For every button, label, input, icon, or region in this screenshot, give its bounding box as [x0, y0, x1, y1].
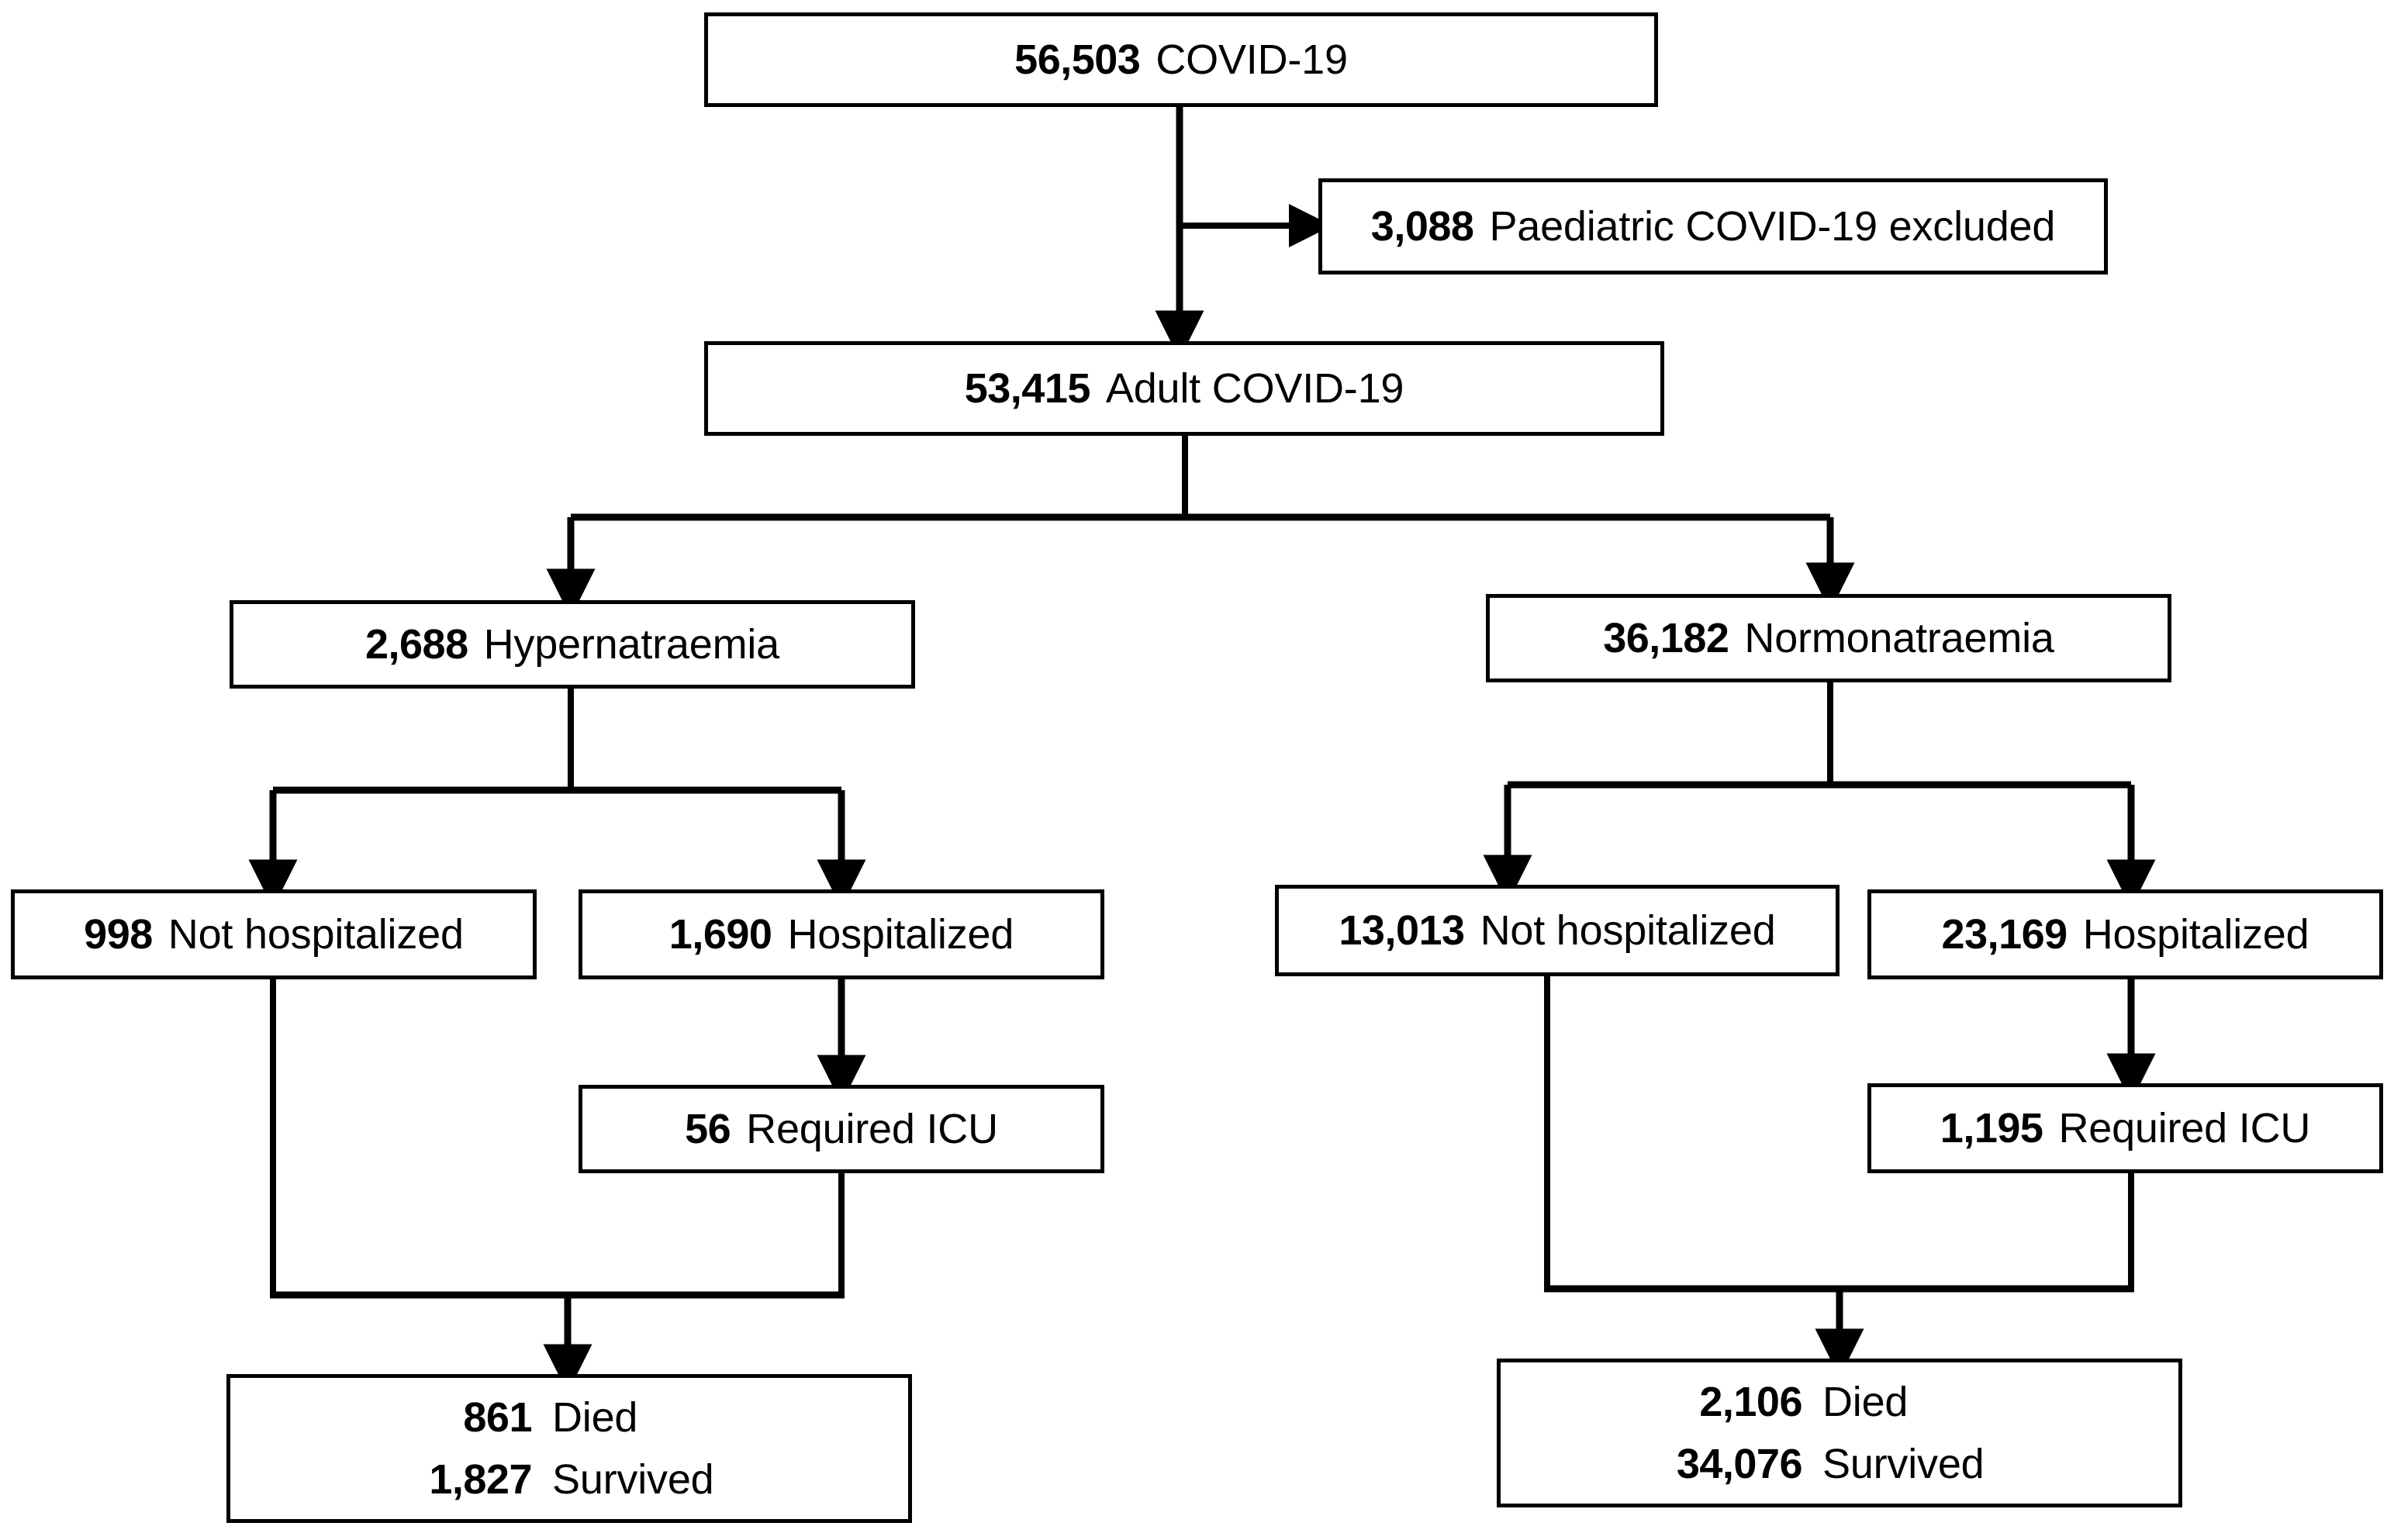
node-normo-nothosp-label: Not hospitalized — [1480, 907, 1776, 954]
node-hyper-nothosp-line: 998 Not hospitalized — [84, 910, 464, 958]
node-hyper-required-icu[interactable]: 56 Required ICU — [579, 1085, 1104, 1173]
node-hyper-icu-line: 56 Required ICU — [685, 1105, 998, 1153]
node-adult-covid[interactable]: 53,415 Adult COVID-19 — [704, 341, 1664, 436]
node-normo-survived-line: 34,076 Survived — [1624, 1440, 2055, 1488]
node-total-covid[interactable]: 56,503 COVID-19 — [704, 12, 1658, 107]
node-hyper-icu-label: Required ICU — [746, 1106, 998, 1152]
node-normo-survived-count: 34,076 — [1676, 1441, 1803, 1487]
node-normonatraemia[interactable]: 36,182 Normonatraemia — [1486, 594, 2171, 682]
node-normo-icu-label: Required ICU — [2058, 1105, 2311, 1152]
node-hyper-hosp-count: 1,690 — [668, 911, 772, 958]
node-normo-died-count: 2,106 — [1699, 1379, 1802, 1425]
node-hyper-hospitalized[interactable]: 1,690 Hospitalized — [579, 889, 1104, 979]
node-normo-nothosp-count: 13,013 — [1339, 907, 1465, 954]
node-normo-not-hospitalized[interactable]: 13,013 Not hospitalized — [1275, 885, 1840, 976]
node-excluded-label: Paediatric COVID-19 excluded — [1489, 203, 2056, 250]
node-hyper-died-label: Died — [552, 1394, 638, 1441]
node-hyper-hosp-line: 1,690 Hospitalized — [669, 910, 1014, 958]
node-hyper-count: 2,688 — [364, 621, 468, 668]
node-hyper-survived-line: 1,827 Survived — [354, 1455, 785, 1504]
node-normo-outcome[interactable]: 2,106 Died 34,076 Survived — [1497, 1359, 2182, 1507]
node-total-count: 56,503 — [1014, 36, 1141, 83]
node-normo-label: Normonatraemia — [1744, 615, 2054, 661]
node-hypernatraemia[interactable]: 2,688 Hypernatraemia — [230, 600, 915, 689]
node-normo-nothosp-line: 13,013 Not hospitalized — [1339, 906, 1775, 955]
node-hyper-died-count: 861 — [463, 1394, 532, 1441]
node-normo-hospitalized[interactable]: 23,169 Hospitalized — [1867, 889, 2383, 979]
node-normo-icu-count: 1,195 — [1940, 1105, 2043, 1152]
node-normo-required-icu[interactable]: 1,195 Required ICU — [1867, 1083, 2383, 1173]
node-excluded-line: 3,088 Paediatric COVID-19 excluded — [1370, 202, 2056, 250]
node-hyper-not-hospitalized[interactable]: 998 Not hospitalized — [11, 889, 537, 979]
node-hyper-icu-count: 56 — [685, 1106, 731, 1152]
node-normo-survived-label: Survived — [1822, 1441, 1985, 1487]
node-normo-hosp-label: Hospitalized — [2082, 911, 2309, 958]
node-hyper-survived-count: 1,827 — [429, 1456, 532, 1503]
node-adult-count: 53,415 — [964, 365, 1091, 412]
node-hyper-nothosp-label: Not hospitalized — [168, 911, 464, 958]
node-hyper-hosp-label: Hospitalized — [787, 911, 1014, 958]
node-adult-label: Adult COVID-19 — [1105, 365, 1404, 412]
node-normo-died-label: Died — [1822, 1379, 1909, 1425]
node-normo-hosp-count: 23,169 — [1941, 911, 2068, 958]
node-total-line: 56,503 COVID-19 — [1014, 36, 1348, 84]
node-hyper-line: 2,688 Hypernatraemia — [365, 620, 779, 668]
node-total-label: COVID-19 — [1156, 36, 1348, 83]
node-hyper-survived-label: Survived — [552, 1456, 714, 1503]
node-adult-line: 53,415 Adult COVID-19 — [965, 364, 1404, 413]
node-paediatric-excluded[interactable]: 3,088 Paediatric COVID-19 excluded — [1318, 178, 2108, 275]
node-hyper-died-line: 861 Died — [354, 1393, 785, 1442]
node-hyper-label: Hypernatraemia — [483, 621, 780, 668]
node-normo-icu-line: 1,195 Required ICU — [1940, 1104, 2311, 1152]
node-normo-died-line: 2,106 Died — [1624, 1378, 2055, 1426]
node-hyper-nothosp-count: 998 — [84, 911, 153, 958]
node-normo-line: 36,182 Normonatraemia — [1603, 614, 2054, 662]
node-normo-hosp-line: 23,169 Hospitalized — [1942, 910, 2309, 958]
node-excluded-count: 3,088 — [1370, 203, 1474, 250]
node-hyper-outcome[interactable]: 861 Died 1,827 Survived — [226, 1374, 912, 1523]
node-normo-count: 36,182 — [1603, 615, 1729, 661]
